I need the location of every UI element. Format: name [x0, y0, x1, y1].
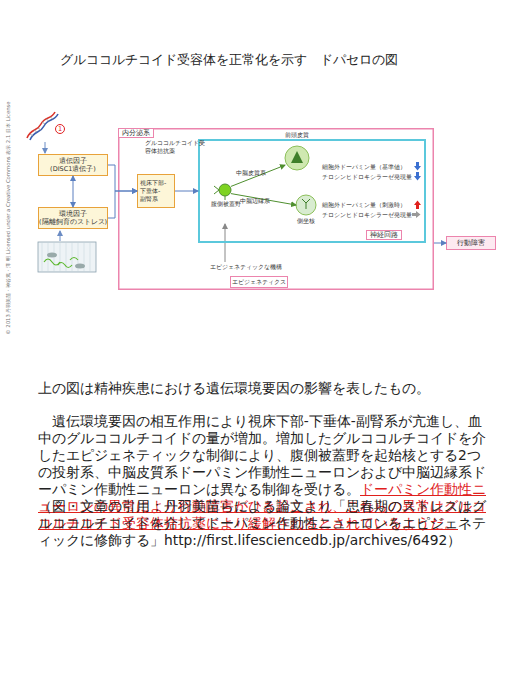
epigenetics-tab: エピジェネティクス: [230, 276, 288, 288]
node-text: 行動障害: [457, 239, 485, 248]
measure-label: 細胞外ドーパミン量（基準値）: [322, 163, 406, 171]
mechanism-label: エピジェネティックな機構: [210, 263, 282, 271]
node-text: 側坐核: [286, 217, 326, 225]
region-shape: [219, 184, 231, 196]
connector: [73, 176, 74, 207]
caption: 上の図は精神疾患における遺伝環境要因の影響を表したもの。: [38, 380, 494, 397]
arrow: [225, 224, 226, 262]
citation: （図・文章の引用：丹羽美苗らによる論文より「思春期のストレスはグルココルチコイド…: [38, 498, 494, 549]
arrow: [45, 142, 46, 153]
outcome-box: 行動障害: [446, 236, 496, 250]
region-shape: [296, 195, 316, 215]
body-paragraph: 遺伝環境要因の相互作用により視床下部-下垂体-副腎系が亢進し、血中のグルココルチ…: [38, 413, 494, 532]
increase-arrow: [414, 201, 421, 210]
node-text: 視床下部-下垂体-副腎系: [140, 179, 170, 203]
arrow: [60, 231, 61, 241]
node-text: 神経回路: [366, 230, 402, 240]
edge-label: 中脳皮質系: [236, 169, 266, 177]
dna-icon: [27, 112, 58, 140]
measure-label: 細胞外ドーパミン量（刺激時）: [322, 201, 406, 209]
hpa-box: 視床下部-下垂体-副腎系: [137, 174, 175, 208]
cage: [38, 242, 96, 272]
connector: [434, 243, 446, 244]
neural-circuit-group: 神経回路前頭皮質腹側被蓋野側坐核: [198, 139, 426, 243]
node-text: 内分泌系: [118, 128, 154, 138]
mouse: [75, 264, 85, 269]
measure-label: チロシンヒドロキシラーゼ発現量: [322, 211, 412, 219]
mouse: [47, 253, 57, 258]
decrease-arrow: [414, 162, 421, 171]
region-circle: 前頭皮質: [279, 131, 315, 171]
node-text: 前頭皮質: [269, 131, 325, 139]
cage-illustration: [38, 242, 96, 272]
region-circle: 側坐核: [292, 193, 320, 229]
factor-box: 遺伝因子 (DISC1遺伝子): [38, 154, 108, 176]
neuron-symbol: [291, 151, 303, 163]
connector: [231, 194, 296, 205]
decrease-arrow: [414, 172, 421, 181]
unchanged-arrow: [412, 211, 421, 218]
connector: [231, 165, 285, 186]
connector: [108, 165, 137, 191]
measure-label: チロシンヒドロキシラーゼ発現量: [322, 173, 412, 181]
cage-scribble: [44, 258, 78, 268]
dna-strand: [27, 112, 55, 138]
callout-number: 1: [55, 124, 65, 134]
region-shape: [285, 146, 309, 170]
node-text: 遺伝因子 (DISC1遺伝子): [44, 157, 102, 173]
page-title: グルココルチコイド受容体を正常化を示す ドパセロの図: [60, 51, 490, 68]
neuron-symbol: [214, 186, 225, 200]
copyright-watermark: © 2013 丹羽美苗・神谷篤・澤 明 Licensed under a Cre…: [4, 88, 12, 348]
drug-label: グルココルチコイド受容体拮抗薬: [145, 139, 205, 155]
connector: [108, 191, 137, 218]
factor-box: 環境因子 (隔離飼育のストレス): [38, 207, 108, 229]
edge-label: 中脳辺縁系: [240, 197, 270, 205]
cage-bars: [42, 242, 90, 272]
neuron-symbol: [302, 199, 310, 209]
dna-strand: [30, 114, 58, 140]
dna-rung: [30, 117, 53, 136]
node-text: エピジェネティクス: [232, 278, 286, 286]
node-text: 環境因子 (隔離飼育のストレス): [39, 210, 107, 226]
connector: [175, 191, 198, 192]
